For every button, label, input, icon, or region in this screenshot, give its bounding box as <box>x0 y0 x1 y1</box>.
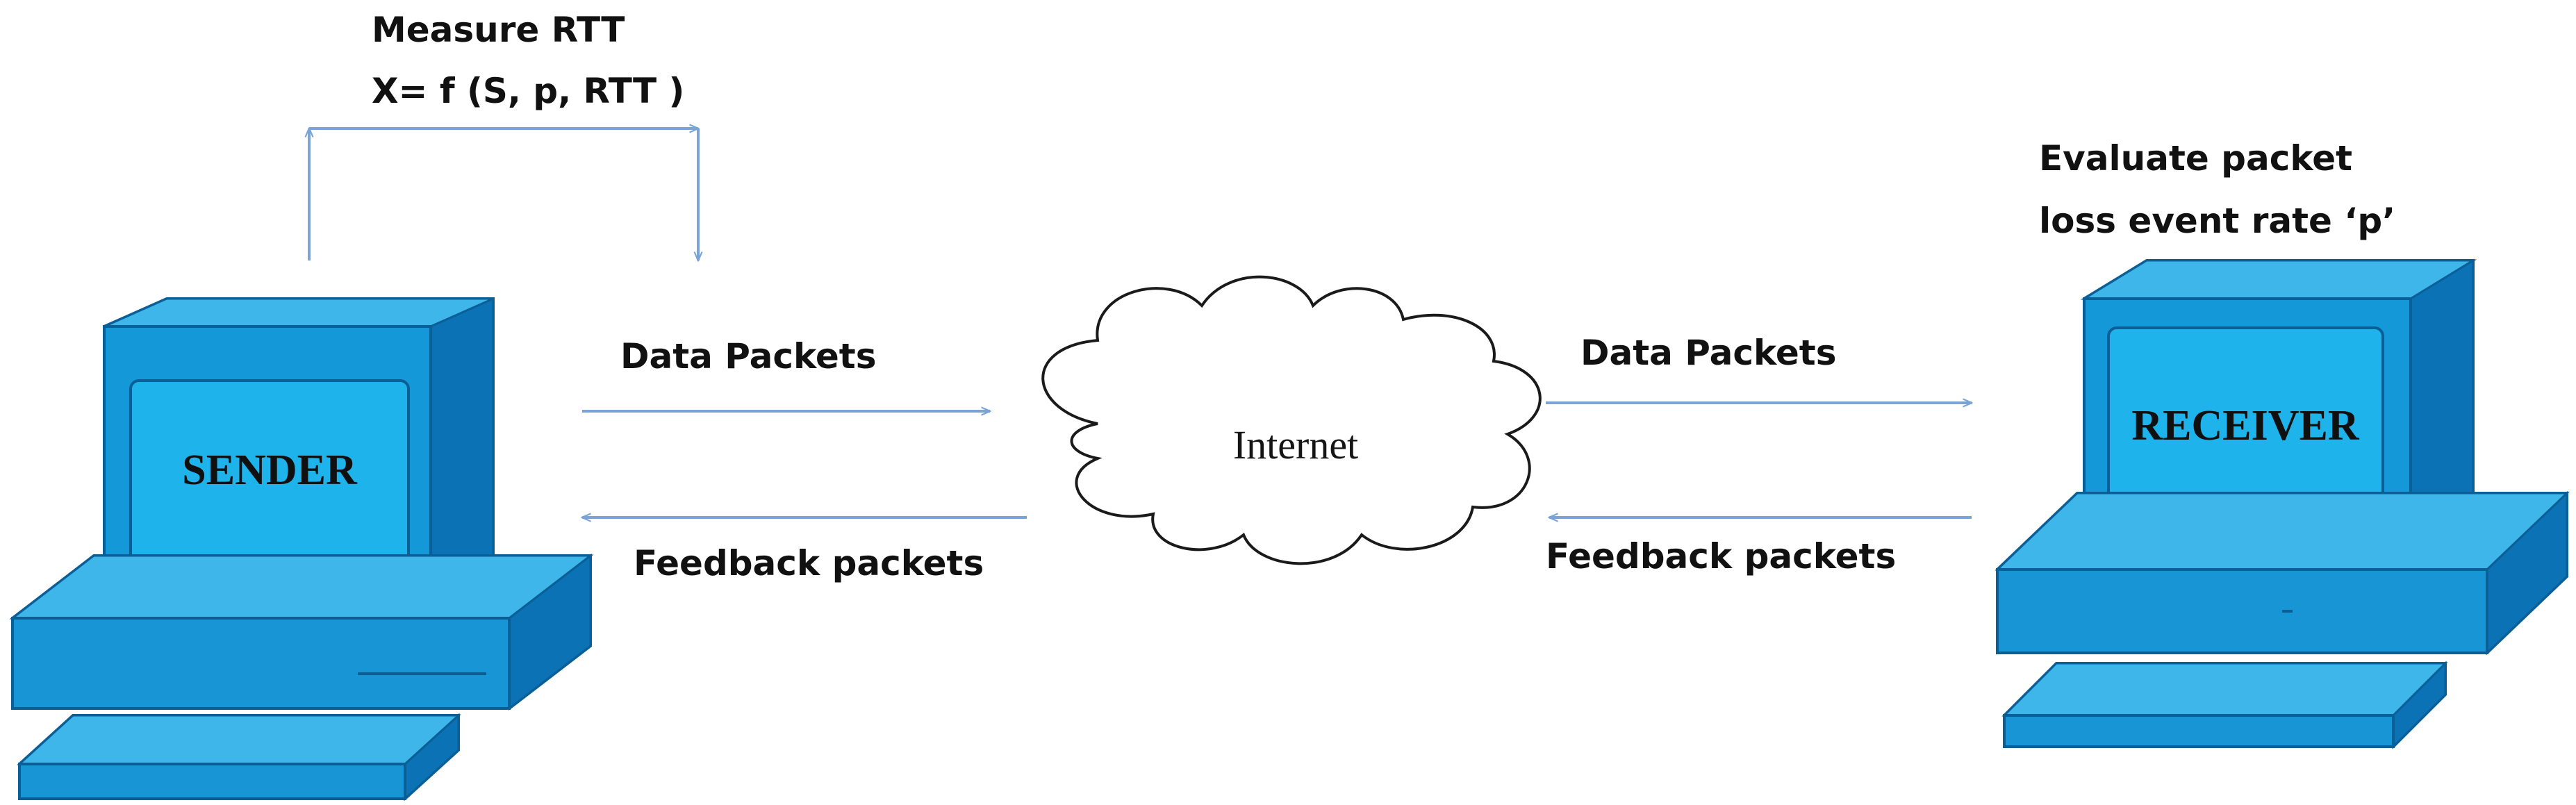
left-feedback-packets-label: Feedback packets <box>634 543 984 583</box>
rtt-loop-arrow <box>309 128 698 260</box>
receiver-label: RECEIVER <box>2131 402 2360 449</box>
receiver-computer: RECEIVER <box>1995 258 2570 749</box>
sender-label: SENDER <box>182 447 358 494</box>
left-data-packets-label: Data Packets <box>620 336 876 376</box>
right-data-packets-label: Data Packets <box>1580 333 1836 373</box>
internet-cloud: Internet <box>1041 275 1542 565</box>
internet-label: Internet <box>1233 422 1358 467</box>
receiver-annotation-line2: loss event rate ‘p’ <box>2039 201 2395 241</box>
receiver-annotation-line1: Evaluate packet <box>2039 138 2352 179</box>
sender-annotation-line2: X= f (S, p, RTT ) <box>372 71 684 111</box>
right-feedback-packets-label: Feedback packets <box>1546 536 1896 576</box>
sender-annotation-line1: Measure RTT <box>372 10 625 50</box>
sender-computer: SENDER <box>9 297 594 802</box>
